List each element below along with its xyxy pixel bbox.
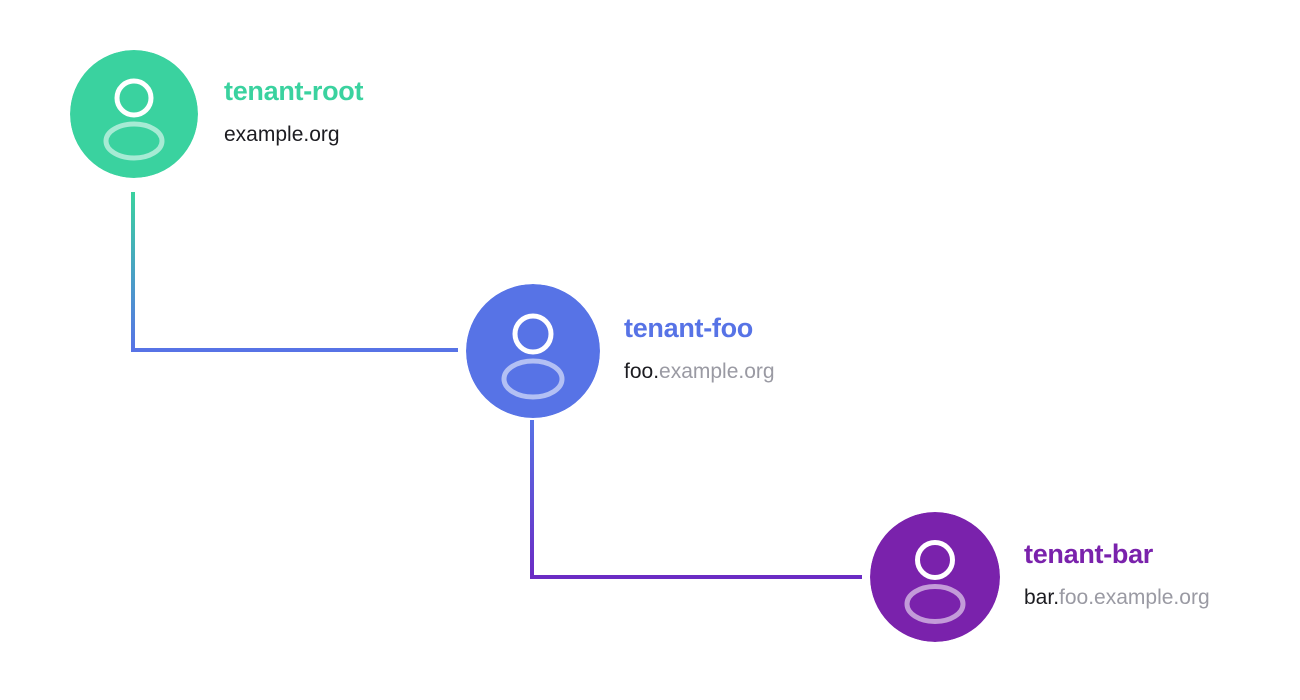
node-tenant-root[interactable]: tenant-root example.org	[70, 50, 363, 178]
node-label-group: tenant-bar bar.foo.example.org	[1024, 538, 1210, 611]
node-label-group: tenant-root example.org	[224, 75, 364, 148]
node-subtitle-suffix: example.org	[224, 123, 340, 147]
node-title: tenant-bar	[1024, 538, 1154, 569]
node-subtitle-prefix: bar.	[1024, 586, 1060, 610]
edge-foo-bar	[530, 420, 862, 579]
node-subtitle-suffix: example.org	[659, 360, 775, 384]
node-subtitle: foo.example.org	[624, 359, 775, 384]
user-avatar-icon	[466, 284, 600, 418]
node-title: tenant-foo	[624, 312, 753, 343]
node-tenant-foo[interactable]: tenant-foo foo.example.org	[466, 284, 775, 418]
node-subtitle: bar.foo.example.org	[1024, 585, 1210, 610]
node-subtitle: example.org	[224, 122, 363, 147]
node-tenant-bar[interactable]: tenant-bar bar.foo.example.org	[870, 512, 1210, 642]
node-subtitle-suffix: foo.example.org	[1059, 586, 1210, 610]
edge-root-foo	[131, 192, 458, 352]
user-avatar-icon	[870, 512, 1000, 642]
user-avatar-icon	[70, 50, 198, 178]
node-title: tenant-root	[224, 75, 364, 106]
node-label-group: tenant-foo foo.example.org	[624, 312, 775, 385]
node-subtitle-prefix: foo.	[624, 360, 660, 384]
